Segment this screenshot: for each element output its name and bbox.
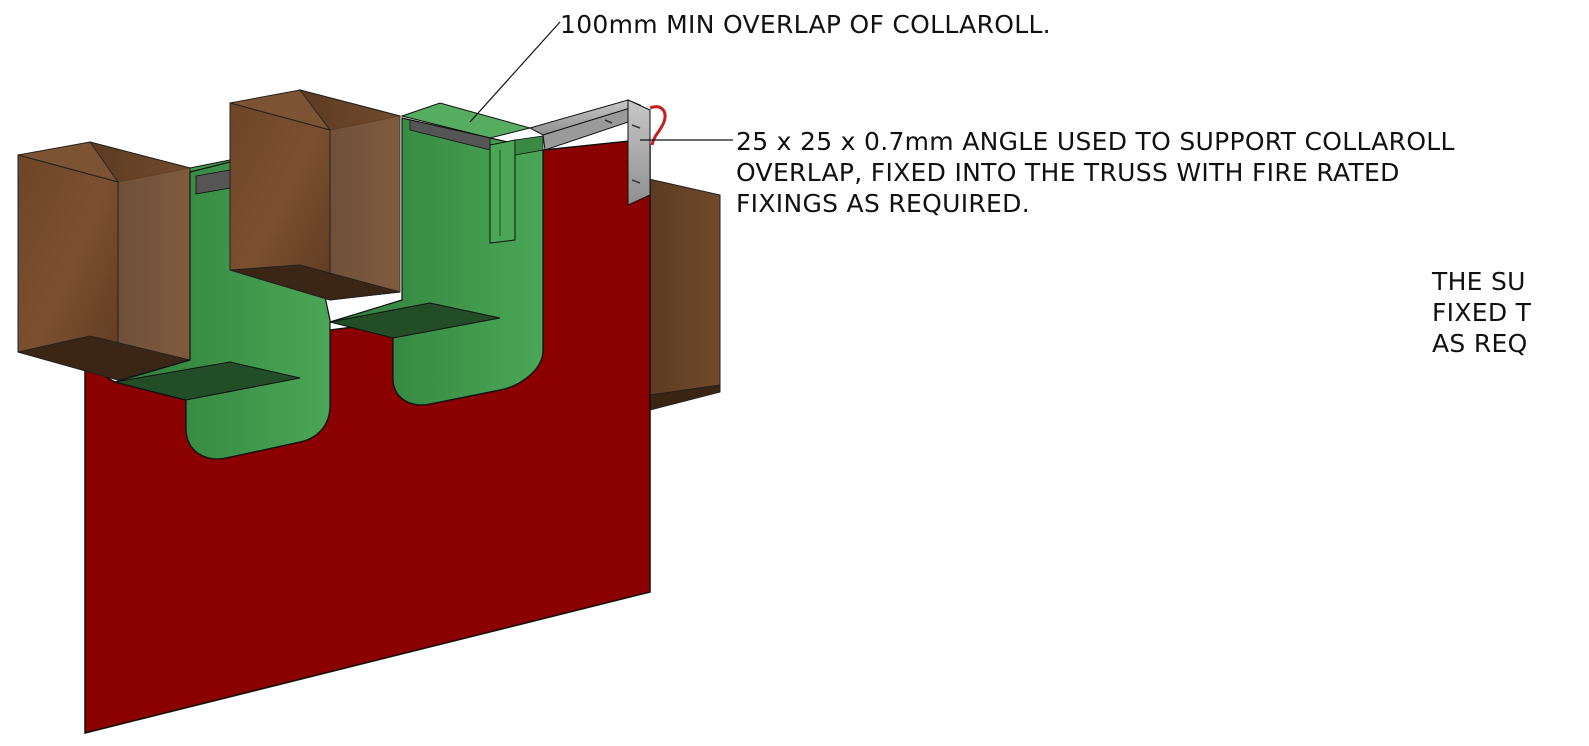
support-angle xyxy=(528,99,667,206)
callout-angle-line-1: 25 x 25 x 0.7mm ANGLE USED TO SUPPORT CO… xyxy=(736,127,1455,156)
callout-angle-line-3: FIXINGS AS REQUIRED. xyxy=(736,189,1030,218)
callout-support-line-3: AS REQ xyxy=(1432,329,1528,358)
timber-truss-middle xyxy=(229,89,401,301)
collaroll-sleeve-right xyxy=(329,102,544,406)
callout-support-line-2: FIXED T xyxy=(1432,298,1532,327)
callout-support-line-1: THE SU xyxy=(1432,267,1526,296)
timber-truss-left xyxy=(17,141,192,381)
callout-overlap-label: 100mm MIN OVERLAP OF COLLAROLL. xyxy=(560,10,1051,39)
leader-lines xyxy=(469,21,733,141)
callout-support-label: THE SU FIXED T AS REQ xyxy=(1432,266,1531,359)
leader-overlap xyxy=(469,21,561,123)
timber-truss-rear xyxy=(639,176,721,411)
callout-angle-line-2: OVERLAP, FIXED INTO THE TRUSS WITH FIRE … xyxy=(736,158,1400,187)
callout-angle-label: 25 x 25 x 0.7mm ANGLE USED TO SUPPORT CO… xyxy=(736,126,1455,219)
